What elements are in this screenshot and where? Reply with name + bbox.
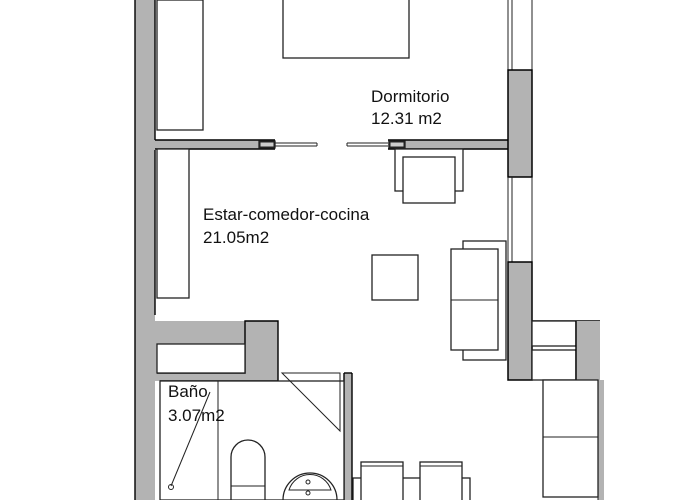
balcony	[531, 320, 604, 500]
room-label-bano: Baño 3.07m2	[168, 382, 225, 425]
svg-text:12.31 m2: 12.31 m2	[371, 109, 442, 128]
svg-text:Baño: Baño	[168, 382, 208, 401]
balcony-bench	[542, 379, 599, 498]
toilet	[230, 439, 266, 500]
bed	[282, 0, 410, 59]
bathroom-walls	[155, 320, 353, 500]
armchair	[394, 148, 464, 204]
sofa	[450, 240, 507, 361]
svg-text:Estar-comedor-cocina: Estar-comedor-cocina	[203, 205, 370, 224]
svg-text:21.05m2: 21.05m2	[203, 228, 269, 247]
bedroom-partition-wall	[155, 139, 510, 150]
room-label-dormitorio: Dormitorio 12.31 m2	[371, 87, 449, 128]
dining-set	[352, 461, 471, 500]
right-exterior-wall	[507, 0, 533, 381]
bathroom	[159, 372, 345, 500]
kitchen-counter	[156, 148, 190, 299]
room-label-estar: Estar-comedor-cocina 21.05m2	[203, 205, 370, 247]
coffee-table	[371, 254, 419, 301]
svg-text:3.07m2: 3.07m2	[168, 406, 225, 425]
svg-text:Dormitorio: Dormitorio	[371, 87, 449, 106]
left-exterior-wall	[134, 0, 156, 500]
bedroom-wardrobe	[156, 0, 204, 131]
